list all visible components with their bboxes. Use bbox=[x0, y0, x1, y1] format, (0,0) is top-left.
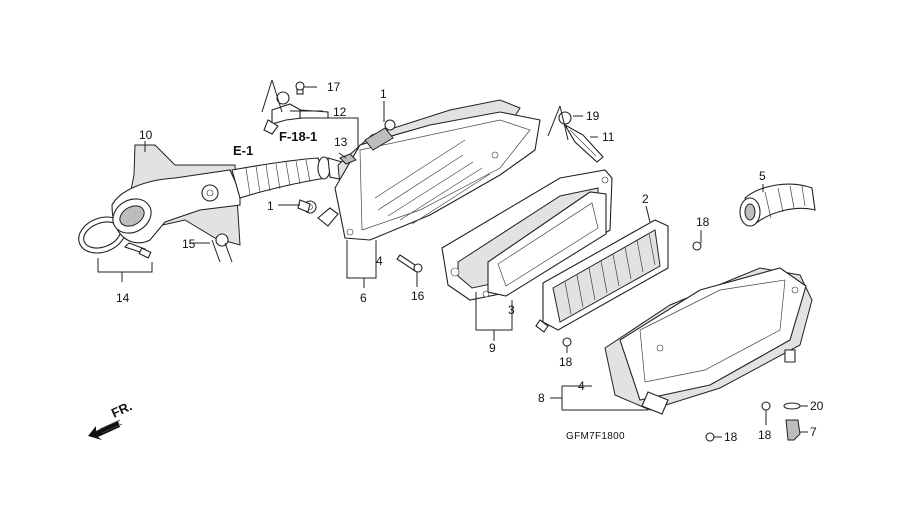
callout-12: 12 bbox=[333, 105, 347, 119]
front-direction-arrow: FR. bbox=[88, 398, 134, 440]
callout-18-right: 18 bbox=[696, 215, 710, 229]
drain-fitting-part bbox=[558, 111, 604, 163]
callout-18-low: 18 bbox=[758, 428, 772, 442]
air-cleaner-case-part bbox=[303, 99, 541, 241]
reference-f181: F-18-1 bbox=[279, 129, 317, 144]
callout-11: 11 bbox=[602, 130, 615, 144]
callout-10: 10 bbox=[139, 128, 153, 142]
callout-20: 20 bbox=[810, 399, 824, 413]
inlet-duct-part bbox=[111, 144, 345, 246]
direction-label: FR. bbox=[109, 398, 134, 420]
callout-1-top: 1 bbox=[380, 87, 387, 101]
callout-18-bottom: 18 bbox=[724, 430, 738, 444]
callout-16: 16 bbox=[411, 289, 425, 303]
callout-6: 6 bbox=[360, 291, 367, 305]
callout-7: 7 bbox=[810, 425, 817, 439]
callout-3: 3 bbox=[508, 303, 515, 317]
element-seal-part bbox=[487, 191, 607, 297]
air-cleaner-element-part bbox=[535, 219, 669, 333]
callout-5: 5 bbox=[759, 169, 766, 183]
figure-code: GFM7F1800 bbox=[566, 431, 625, 442]
callout-18-mid: 18 bbox=[559, 355, 573, 369]
callout-1-left: 1 bbox=[267, 199, 274, 213]
callout-14: 14 bbox=[116, 291, 130, 305]
callout-9: 9 bbox=[489, 341, 496, 355]
callout-15: 15 bbox=[182, 237, 196, 251]
connecting-tube-part bbox=[739, 183, 816, 227]
callout-13: 13 bbox=[334, 135, 348, 149]
callout-8: 8 bbox=[538, 391, 545, 405]
screw-fasteners bbox=[215, 199, 771, 442]
callout-2: 2 bbox=[642, 192, 649, 206]
air-cleaner-cover-part bbox=[604, 267, 813, 415]
leader-lines bbox=[97, 79, 808, 438]
reference-e1: E-1 bbox=[233, 143, 253, 158]
callout-4-cover: 4 bbox=[578, 379, 585, 393]
hose-fitting-part bbox=[263, 81, 329, 135]
callout-4-case: 4 bbox=[376, 254, 383, 268]
callout-17: 17 bbox=[327, 80, 341, 94]
drain-plug-part bbox=[783, 402, 801, 441]
callout-19: 19 bbox=[586, 109, 600, 123]
